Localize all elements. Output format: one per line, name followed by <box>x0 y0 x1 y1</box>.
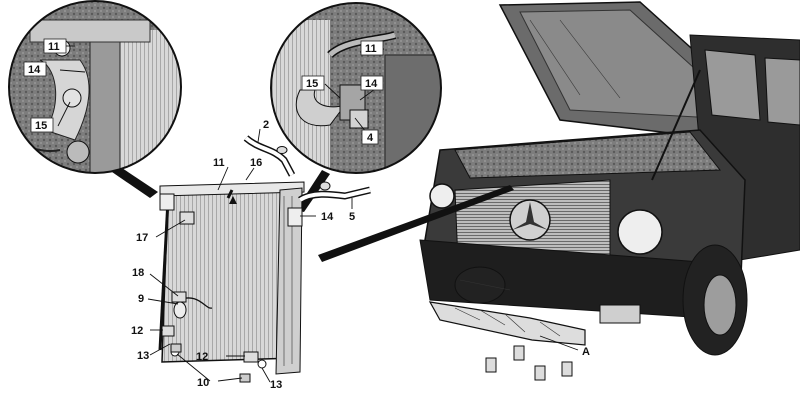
underguard-bolts <box>485 345 573 381</box>
callout-14: 14 <box>321 211 334 223</box>
callout-12-left: 12 <box>131 325 143 337</box>
callout-right-15: 15 <box>306 78 318 90</box>
callout-right-11: 11 <box>365 43 377 55</box>
callout-12-bottom: 12 <box>196 351 208 363</box>
callout-16: 16 <box>250 157 262 169</box>
callout-11: 11 <box>213 157 225 169</box>
inset-right-photo <box>270 2 442 174</box>
radiator-to-vehicle-pointer <box>318 185 514 262</box>
lower-hose <box>298 181 371 204</box>
callout-box-right-14 <box>360 75 384 91</box>
callout-5: 5 <box>349 211 355 223</box>
inset-left-photo <box>8 0 182 174</box>
callout-17: 17 <box>136 232 148 244</box>
callout-A: A <box>582 346 590 358</box>
radiator-assembly <box>158 181 305 375</box>
callout-9: 9 <box>138 293 144 305</box>
callout-left-11: 11 <box>48 41 60 53</box>
callout-left-14: 14 <box>28 64 41 76</box>
vehicle-front-view <box>419 1 800 356</box>
callout-right-4: 4 <box>367 132 374 144</box>
callout-2: 2 <box>263 119 269 131</box>
callout-box-left-15 <box>30 117 54 133</box>
callout-13-left: 13 <box>137 350 149 362</box>
callout-left-15: 15 <box>35 120 47 132</box>
callout-box-right-11 <box>360 40 384 56</box>
callout-box-right-15 <box>301 75 325 91</box>
callout-right-14: 14 <box>365 78 378 90</box>
inset-right-pointer <box>296 170 330 212</box>
inset-left-pointer <box>112 168 158 198</box>
callout-18: 18 <box>132 267 144 279</box>
callout-box-right-4 <box>361 129 379 145</box>
upper-hose <box>243 135 296 177</box>
callout-box-left-11 <box>43 38 67 54</box>
callout-box-left-14 <box>23 61 47 77</box>
underguard-plate <box>428 301 586 346</box>
callout-10: 10 <box>197 377 209 389</box>
callout-labels: 11 14 15 11 15 14 4 2 16 11 17 14 5 18 9… <box>23 38 590 391</box>
callout-13-bottom: 13 <box>270 379 282 391</box>
